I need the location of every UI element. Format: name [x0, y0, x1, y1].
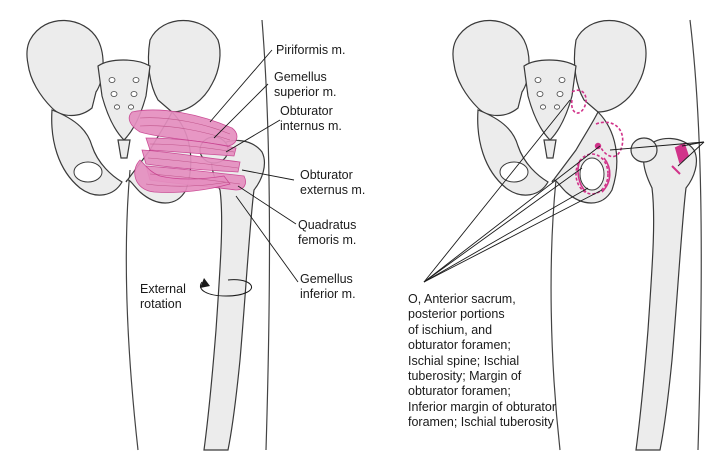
body-outline: [689, 19, 702, 451]
coccyx-bone: [117, 139, 131, 159]
right-leader-lines: [423, 99, 705, 283]
sacrum-bone: [523, 59, 577, 141]
origin-insertion-description: O, Anterior sacrum, posterior portions o…: [408, 292, 556, 430]
label-external-rotation: External rotation: [140, 282, 186, 311]
body-outline: [125, 169, 139, 451]
label-piriformis: Piriformis m.: [276, 43, 346, 57]
body-outline: [261, 19, 271, 451]
left-panel: [26, 19, 299, 451]
femur-bone: [635, 137, 698, 451]
sacral-foramina: [108, 77, 140, 110]
right-ilium-bone: [147, 20, 221, 113]
label-obturator-internus: Obturator internus m.: [280, 104, 342, 133]
left-ischium-bone: [51, 109, 123, 196]
left-ilium-bone: [26, 19, 104, 117]
femoral-head: [630, 137, 658, 163]
right-ilium-bone: [573, 20, 647, 113]
left-obturator-foramen: [499, 161, 529, 183]
label-gemellus-superior: Gemellus superior m.: [274, 70, 337, 99]
left-leader-lines: [209, 49, 299, 283]
coccyx-bone: [543, 139, 557, 159]
sacral-foramina: [534, 77, 566, 110]
hip-rotator-muscles: [128, 109, 246, 193]
label-gemellus-inferior: Gemellus inferior m.: [300, 272, 356, 301]
label-quadratus-femoris: Quadratus femoris m.: [298, 218, 357, 247]
quadratus-femoris-muscle: [134, 159, 231, 193]
left-obturator-foramen: [73, 161, 103, 183]
arrowhead-icon: [200, 278, 210, 288]
obturator-internus-muscle: [141, 149, 241, 173]
left-ilium-bone: [452, 19, 530, 117]
left-ischium-bone: [477, 109, 549, 196]
label-obturator-externus: Obturator externus m.: [300, 168, 366, 197]
external-rotation-arrow: [200, 279, 252, 297]
body-outline: [550, 179, 561, 451]
right-obturator-foramen: [579, 157, 605, 191]
right-panel: [423, 19, 705, 451]
insertion-attachment-marks: [671, 142, 690, 175]
gemellus-superior-muscle: [145, 137, 237, 157]
